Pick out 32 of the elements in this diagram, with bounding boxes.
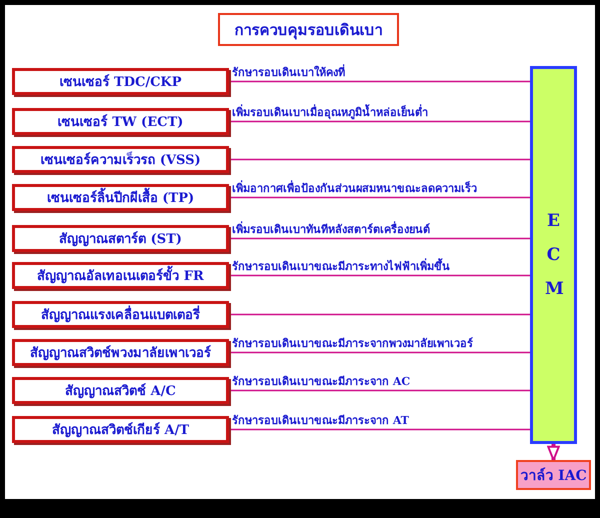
connector-line: [229, 120, 530, 122]
hollow-arrow: [547, 444, 560, 461]
input-signal-box: เซนเซอร์ TW (ECT): [12, 108, 229, 135]
input-signal-box: เซนเซอร์ลิ้นปีกผีเสื้อ (TP): [12, 184, 229, 211]
input-signal-box: สัญญาณสตาร์ต (ST): [12, 225, 229, 252]
valve-box: วาล์ว IAC: [516, 460, 591, 490]
edge-label: รักษารอบเดินเบาขณะมีภาระจากพวงมาลัยเพาเวอร์: [232, 338, 473, 348]
edge-label: รักษารอบเดินเบาขณะมีภาระทางไฟฟ้าเพิ่มขึ้น: [232, 260, 450, 272]
connector-line: [229, 196, 530, 198]
input-signal-box: สัญญาณสวิตช์ A/C: [12, 377, 229, 404]
input-signal-box: สัญญาณสวิตช์เกียร์ A/T: [12, 416, 229, 443]
connector-line: [229, 80, 530, 82]
connector-line: [229, 274, 530, 276]
edge-label: เพิ่มรอบเดินเบาทันทีหลังสตาร์ตเครื่องยนต์: [232, 224, 430, 234]
title-box: การควบคุมรอบเดินเบา: [218, 13, 399, 46]
connector-line: [229, 390, 530, 392]
input-signal-box: สัญญาณแรงเคลื่อนแบตเตอรี่: [12, 301, 229, 328]
control-unit-box: ECM: [530, 66, 577, 444]
connector-line: [229, 428, 530, 430]
input-signal-box: สัญญาณสวิตช์พวงมาลัยเพาเวอร์: [12, 339, 229, 366]
edge-label: เพิ่มรอบเดินเบาเมื่ออุณหภูมิน้ำหล่อเย็นต่ำ: [232, 106, 428, 118]
input-signal-box: เซนเซอร์ความเร็วรถ (VSS): [12, 146, 229, 173]
input-signal-box: สัญญาณอัลเทอเนเตอร์ขั้ว FR: [12, 262, 229, 289]
connector-line: [229, 314, 530, 316]
connector-line: [229, 238, 530, 240]
edge-label: รักษารอบเดินเบาขณะมีภาระจาก AT: [232, 414, 409, 426]
edge-label: รักษารอบเดินเบาให้คงที่: [232, 66, 345, 78]
connector-line: [229, 352, 530, 354]
input-signal-box: เซนเซอร์ TDC/CKP: [12, 68, 229, 95]
edge-label: รักษารอบเดินเบาขณะมีภาระจาก AC: [232, 376, 410, 386]
connector-line: [229, 158, 530, 160]
edge-label: เพิ่มอากาศเพื่อป้องกันส่วนผสมหนาขณะลดความเร็ว: [232, 182, 477, 194]
